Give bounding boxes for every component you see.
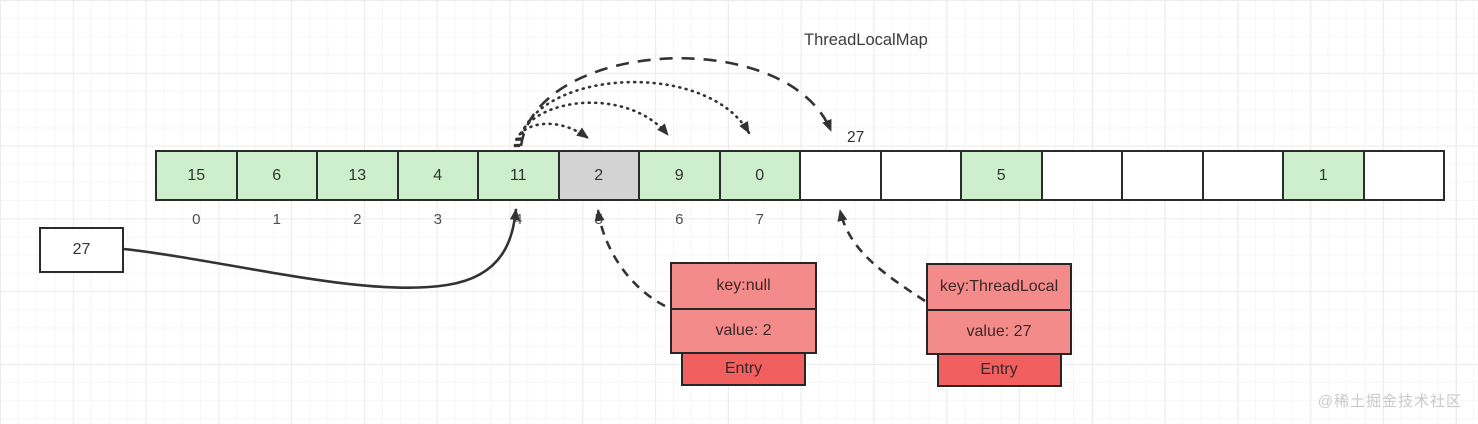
array-cell-8 bbox=[799, 150, 882, 201]
hash-result-label: 27 bbox=[847, 129, 865, 146]
array-cell-12 bbox=[1121, 150, 1204, 201]
entry-key-label: key:null bbox=[672, 264, 815, 310]
diagram-title: ThreadLocalMap bbox=[804, 31, 928, 49]
entry-footer-label: Entry bbox=[936, 353, 1062, 387]
array-cell-4: 11 bbox=[477, 150, 560, 201]
site-watermark: @稀土掘金技术社区 bbox=[1317, 393, 1462, 410]
array-cell-0: 15 bbox=[155, 150, 238, 201]
entry-key-label: key:ThreadLocal bbox=[928, 265, 1070, 311]
entry-body: key:ThreadLocal value: 27 bbox=[926, 263, 1072, 355]
value-box-27: 27 bbox=[39, 227, 124, 273]
entry-value-label: value: 27 bbox=[966, 323, 1032, 340]
index-label-1: 1 bbox=[272, 211, 281, 228]
index-label-7: 7 bbox=[755, 211, 764, 228]
array-cell-6: 9 bbox=[638, 150, 721, 201]
array-cell-13 bbox=[1201, 150, 1284, 201]
probe-arc-to-slot6 bbox=[515, 101, 670, 148]
entry-body: key:null value: 2 bbox=[670, 262, 817, 354]
entry-value-label: value: 2 bbox=[715, 322, 772, 339]
array-cell-10: 5 bbox=[960, 150, 1043, 201]
probe-arc-to-slot5 bbox=[513, 122, 590, 148]
array-cell-2: 13 bbox=[316, 150, 399, 201]
index-label-3: 3 bbox=[433, 211, 442, 228]
array-cell-7: 0 bbox=[718, 150, 801, 201]
index-label-4: 4 bbox=[514, 211, 523, 228]
array-cell-9 bbox=[879, 150, 962, 201]
index-label-0: 0 bbox=[192, 211, 201, 228]
array-cell-15 bbox=[1362, 150, 1445, 201]
arrow-threadlocalentry-to-slot8 bbox=[837, 209, 926, 303]
probe-arc-to-slot8 bbox=[519, 56, 833, 147]
array-cell-5: 2 bbox=[557, 150, 640, 201]
entry-footer-label: Entry bbox=[681, 352, 806, 386]
array-cell-1: 6 bbox=[235, 150, 318, 201]
index-label-6: 6 bbox=[675, 211, 684, 228]
array-cell-14: 1 bbox=[1282, 150, 1365, 201]
probe-arc-to-slot7 bbox=[517, 80, 751, 148]
array-cell-11 bbox=[1040, 150, 1123, 201]
index-label-5: 5 bbox=[594, 211, 603, 228]
entry-box-null-key: key:null value: 2 Entry bbox=[670, 262, 817, 386]
index-label-2: 2 bbox=[353, 211, 362, 228]
array-cell-3: 4 bbox=[396, 150, 479, 201]
entry-box-threadlocal-key: key:ThreadLocal value: 27 Entry bbox=[926, 263, 1072, 387]
